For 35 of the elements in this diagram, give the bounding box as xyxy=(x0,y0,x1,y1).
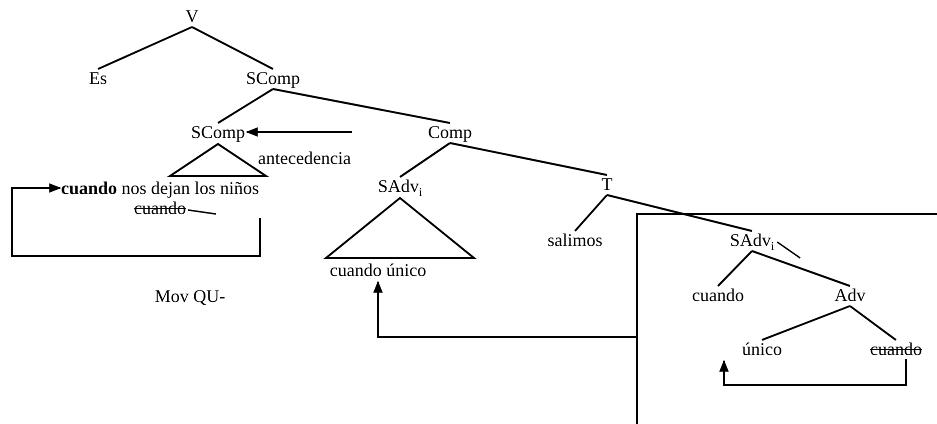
tree-label: cuando nos dejan los niños cuando xyxy=(60,178,260,218)
tree-label: T xyxy=(602,174,612,194)
triangle-roof xyxy=(323,196,477,259)
tree-branch xyxy=(399,142,451,178)
tree-label: SAdv$_{i}$ xyxy=(378,176,422,196)
tree-branch xyxy=(217,88,274,124)
tree-branch xyxy=(192,26,274,70)
tree-label: Adv xyxy=(834,285,866,305)
bracket-frame xyxy=(636,213,937,424)
tree-label: cuando xyxy=(870,339,922,359)
tree-branch xyxy=(606,194,752,232)
tree-label: SAdv$_{i}$ xyxy=(730,230,774,250)
movement-arrow xyxy=(373,280,636,338)
tree-branch xyxy=(849,305,897,341)
tree-branch xyxy=(762,305,850,341)
movement-arrow xyxy=(719,359,907,386)
tree-branch xyxy=(98,26,192,70)
tree-branch xyxy=(574,194,608,232)
tree-branch xyxy=(752,250,850,287)
triangle-roof xyxy=(166,142,270,177)
tree-label: Es xyxy=(89,68,107,88)
tree-label: salimos xyxy=(547,230,602,250)
tree-label: Comp xyxy=(428,122,472,142)
tree-label: cuando xyxy=(692,285,744,305)
tree-branch xyxy=(450,142,608,176)
tree-label: SComp xyxy=(190,122,246,142)
tree-label: cuando único xyxy=(330,260,426,280)
tree-label: único xyxy=(742,339,782,359)
tree-branch xyxy=(717,250,753,287)
tree-branch xyxy=(272,88,450,124)
movement-arrow xyxy=(11,183,261,257)
tree-label: V xyxy=(186,6,198,26)
note-text: Mov QU- xyxy=(154,286,226,306)
movement-arrow xyxy=(246,127,352,137)
tree-label: SComp xyxy=(246,68,300,88)
